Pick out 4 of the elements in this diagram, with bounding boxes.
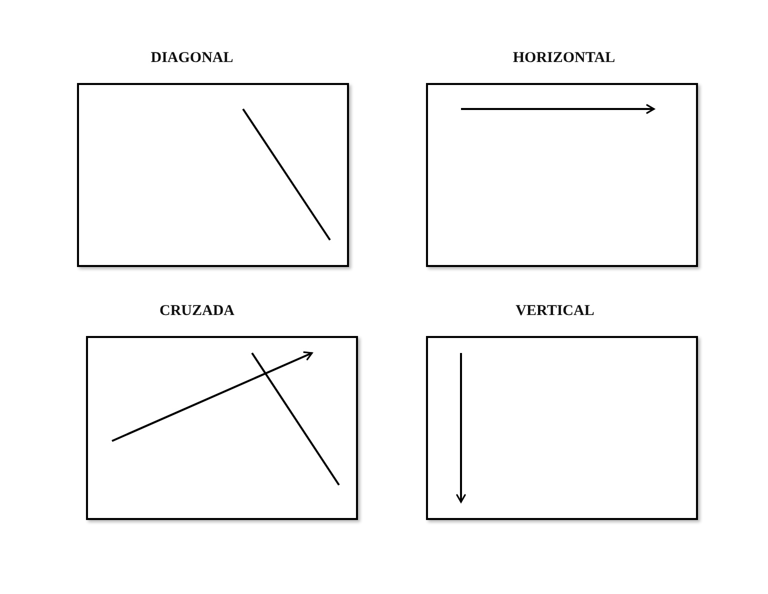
- panel-heading: CRUZADA: [160, 302, 234, 320]
- panel-heading: HORIZONTAL: [512, 49, 616, 67]
- panel-heading: DIAGONAL: [150, 49, 234, 67]
- panel-heading: VERTICAL: [516, 302, 594, 320]
